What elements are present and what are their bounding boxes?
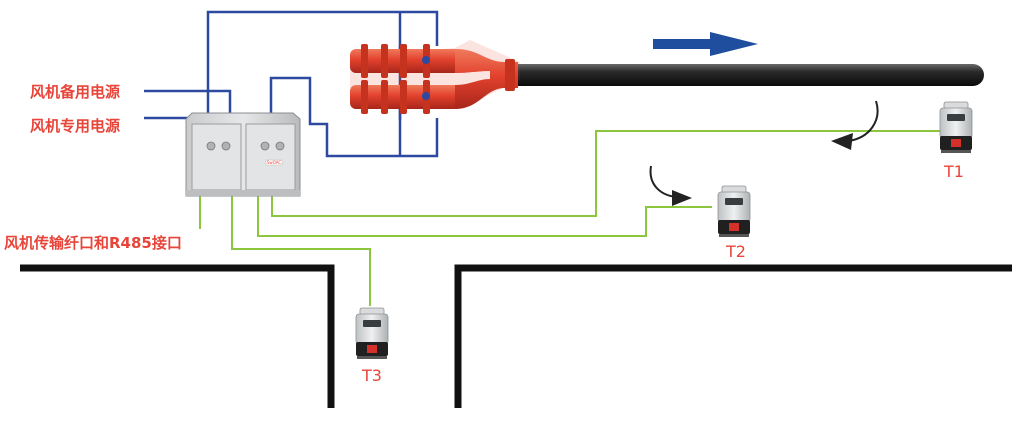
sensor-label-t1: T1 [943, 162, 964, 181]
curved-arrow-icon [831, 100, 879, 150]
backup-power-label: 风机备用电源 [30, 83, 120, 101]
gas-sensor-t2 [717, 185, 751, 238]
control-cabinet: SwOAC [185, 112, 301, 197]
sensor-label-t3: T3 [361, 366, 382, 385]
interface-label: 风机传输纤口和R485接口 [4, 234, 182, 252]
controller-plate-label: SwOAC [267, 160, 282, 165]
signal-lines [199, 130, 940, 306]
air-duct [507, 64, 984, 86]
tunnel-walls [20, 264, 1012, 408]
fan-units [350, 40, 520, 114]
sensor-label-t2: T2 [725, 242, 746, 261]
left-wall [20, 264, 335, 408]
right-arrow-icon [653, 32, 758, 56]
dedicated-power-label: 风机专用电源 [30, 117, 120, 135]
gas-sensor-t1 [939, 101, 973, 154]
gas-sensor-t3 [355, 307, 389, 360]
curved-arrow-icon [649, 165, 692, 206]
right-wall [454, 264, 1012, 408]
